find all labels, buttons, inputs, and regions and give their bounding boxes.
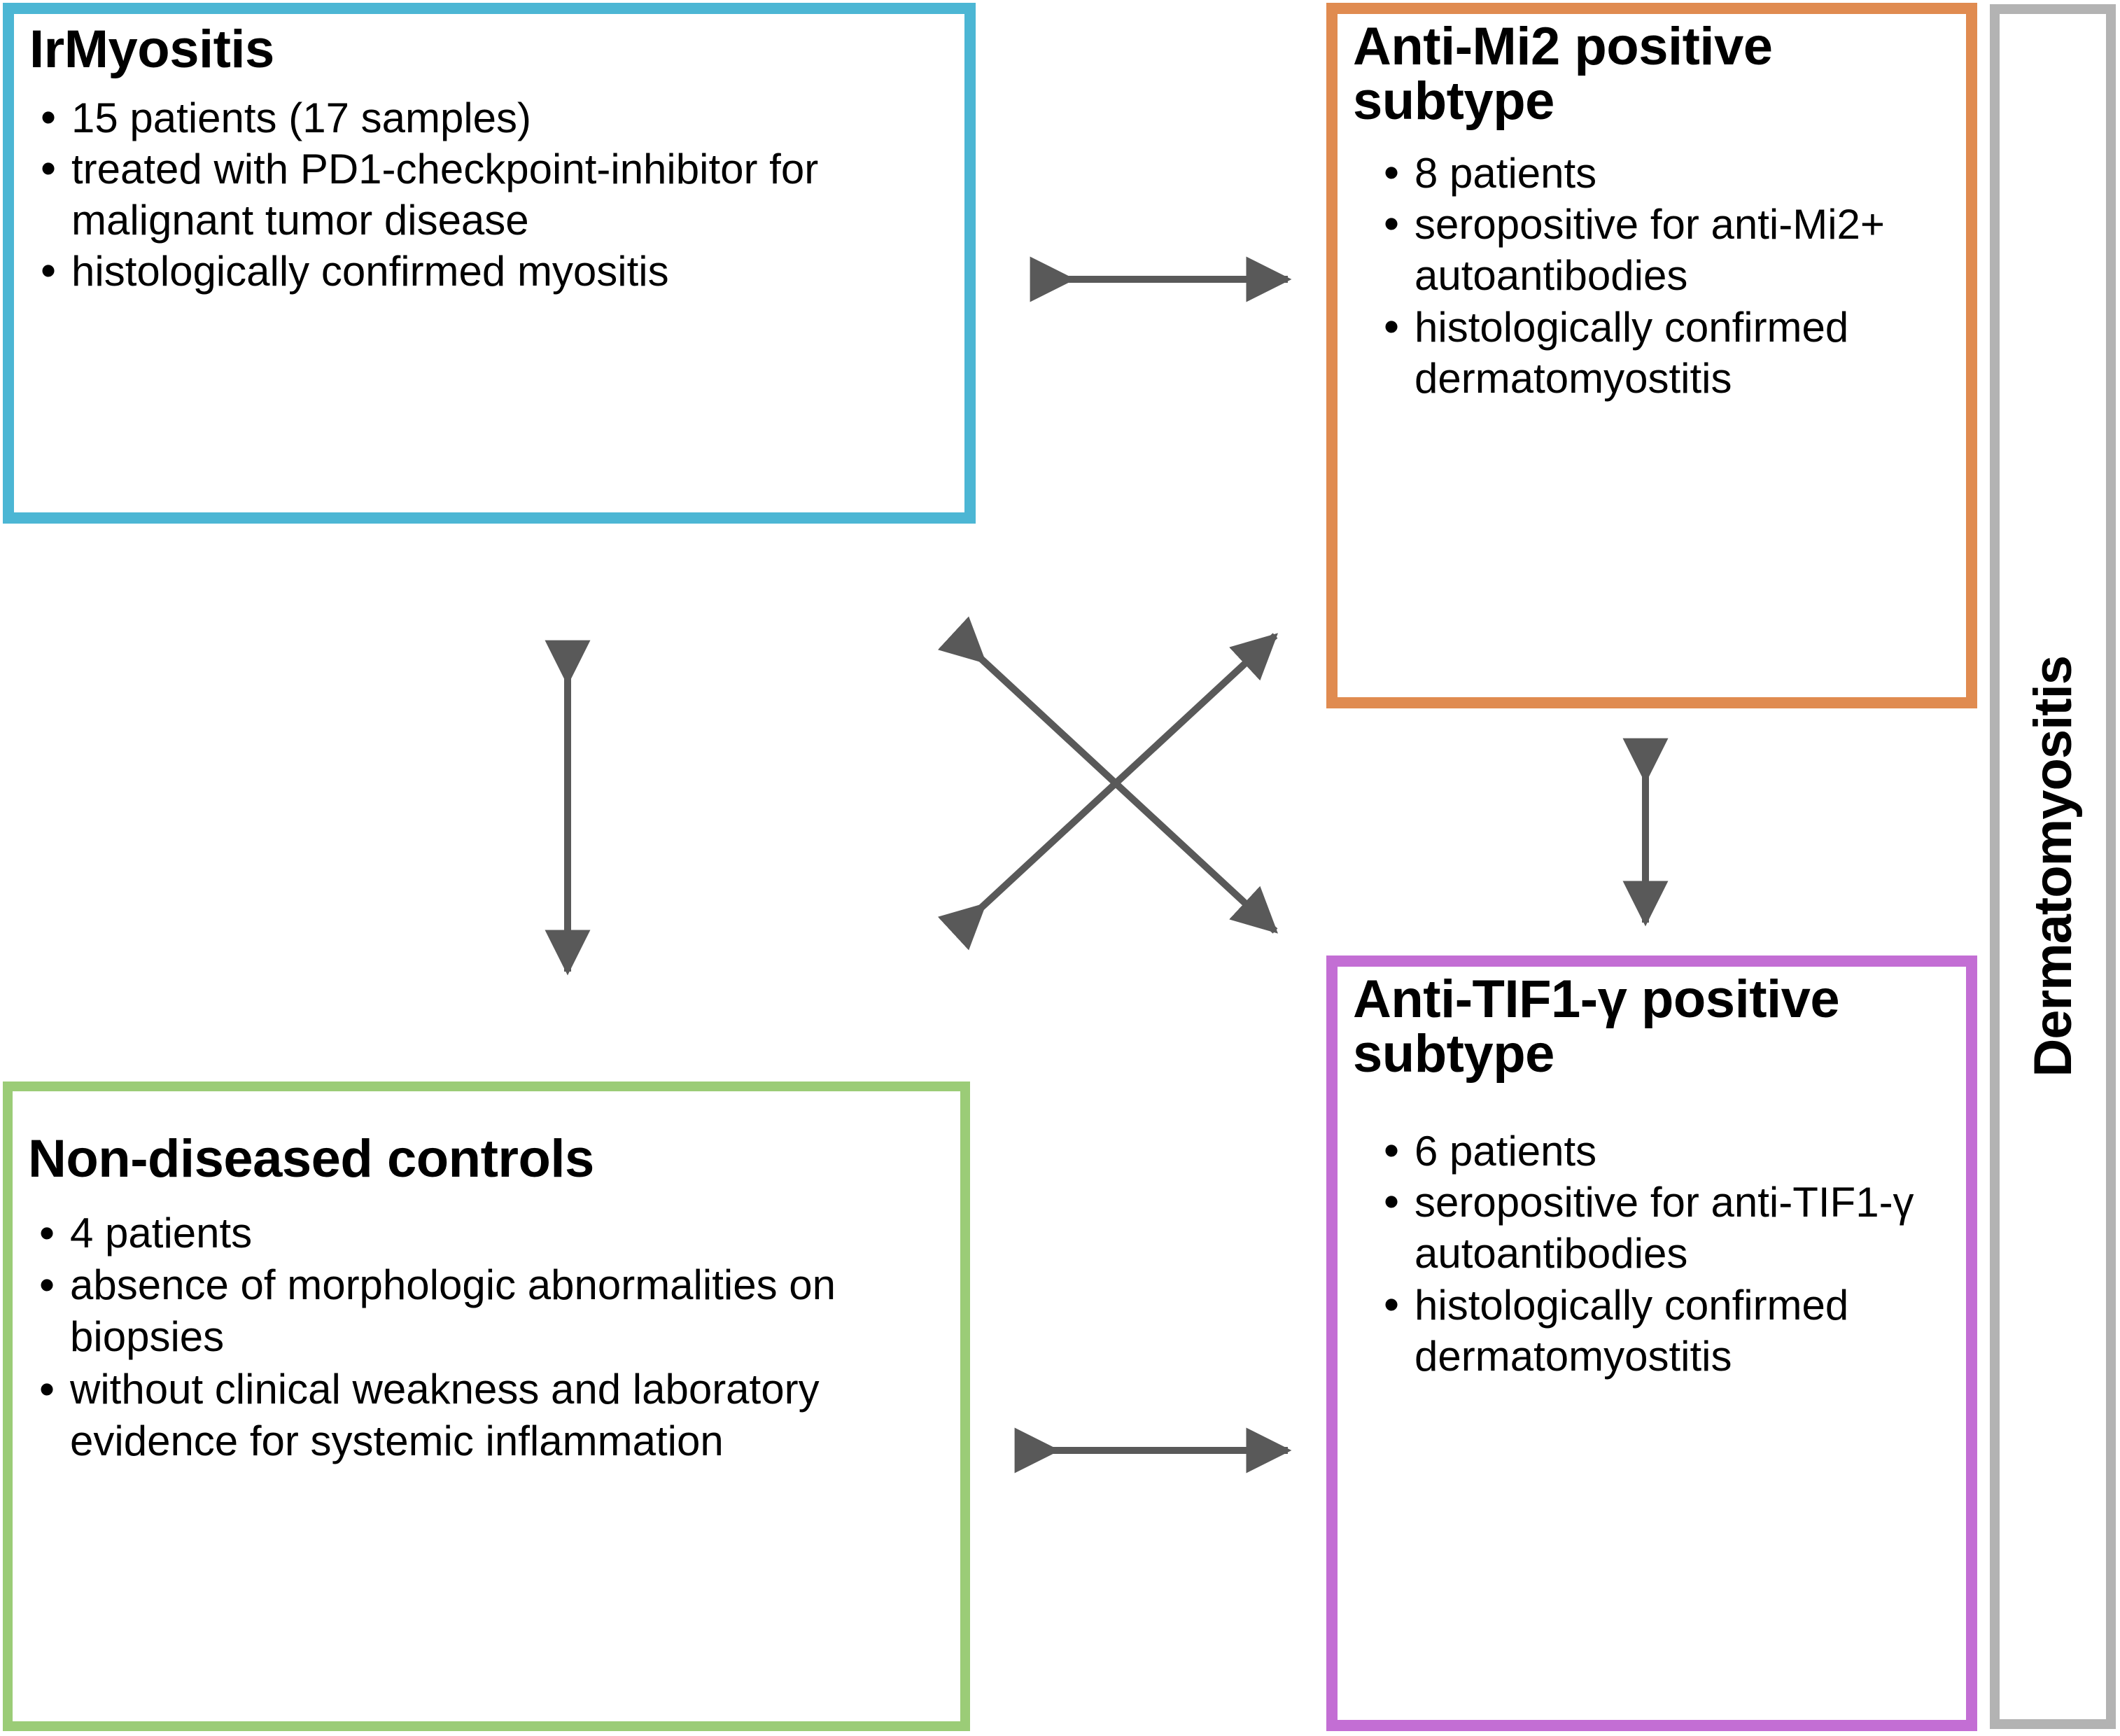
box-anti-tif1-gamma: Anti-TIF1-γ positive subtype 6 patients … [1326,955,1977,1731]
box-non-diseased-controls-bullets: 4 patients absence of morphologic abnorm… [34,1206,960,1468]
arrow-controls-antimi2-diagonal [937,633,1278,951]
list-item: 15 patients (17 samples) [35,91,964,145]
box-anti-mi2-bullets: 8 patients seropositive for anti-Mi2+ au… [1378,146,1966,404]
list-item: absence of morphologic abnormalities on … [34,1258,960,1364]
box-irmyositis-bullets: 15 patients (17 samples) treated with PD… [35,91,964,299]
box-anti-mi2: Anti-Mi2 positive subtype 8 patients ser… [1326,3,1977,708]
box-irmyositis-title: IrMyositis [29,20,274,79]
list-item: histologically confirmed myositis [35,244,964,298]
list-item: 6 patients [1378,1124,1966,1178]
box-anti-tif1-gamma-bullets: 6 patients seropositive for anti-TIF1-γ … [1378,1124,1966,1382]
list-item: histologically confirmed dermatomyostiti… [1378,300,1966,404]
list-item: 8 patients [1378,146,1966,200]
list-item: histologically confirmed dermatomyostiti… [1378,1278,1966,1382]
list-item: treated with PD1-checkpoint-inhibitor fo… [35,142,964,246]
box-non-diseased-controls: Non-diseased controls 4 patients absence… [3,1082,970,1731]
list-item: seropositive for anti-TIF1-γ autoantibod… [1378,1175,1966,1279]
box-anti-mi2-title: Anti-Mi2 positive subtype [1353,17,1773,131]
list-item: seropositive for anti-Mi2+ autoantibodie… [1378,197,1966,301]
list-item: 4 patients [34,1206,960,1261]
box-irmyositis: IrMyositis 15 patients (17 samples) trea… [3,3,976,524]
group-box-dermatomyositis: Dermatomyositis [1990,4,2116,1729]
box-anti-tif1-gamma-title: Anti-TIF1-γ positive subtype [1353,969,1840,1084]
box-non-diseased-controls-title: Non-diseased controls [28,1129,594,1189]
list-item: without clinical weakness and laboratory… [34,1362,960,1468]
